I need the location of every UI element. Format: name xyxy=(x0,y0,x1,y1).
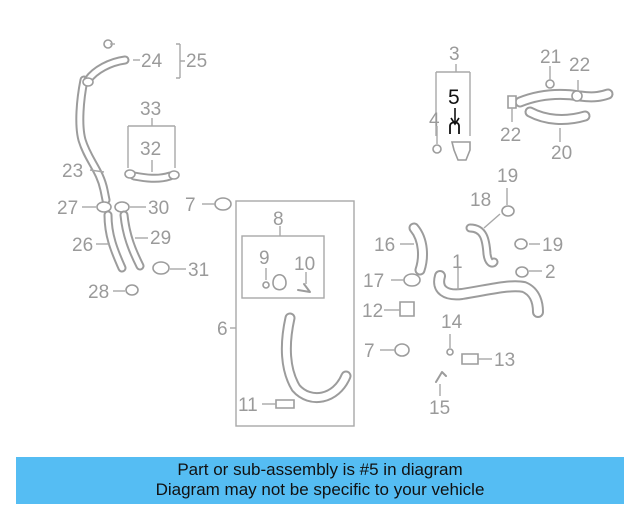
right-hose-group xyxy=(380,188,544,396)
callout-12: 12 xyxy=(362,301,383,322)
callout-22-upper: 22 xyxy=(569,55,590,76)
callout-19-upper: 19 xyxy=(497,166,518,187)
callout-14: 14 xyxy=(441,312,463,333)
callout-16: 16 xyxy=(374,235,395,256)
part-5-group xyxy=(432,64,471,161)
upper-right-pipe-group xyxy=(507,66,614,142)
callout-21: 21 xyxy=(540,47,561,68)
banner-line-part-number: Part or sub-assembly is #5 in diagram xyxy=(177,460,463,479)
callout-10: 10 xyxy=(294,254,315,275)
callout-5-highlighted: 5 xyxy=(448,86,460,109)
callout-13: 13 xyxy=(494,350,515,371)
left-hose-group xyxy=(75,39,186,296)
callout-20: 20 xyxy=(551,143,572,164)
callout-22-lower: 22 xyxy=(500,125,521,146)
callout-8: 8 xyxy=(273,209,284,230)
callout-25: 25 xyxy=(186,51,207,72)
banner-line-disclaimer: Diagram may not be specific to your vehi… xyxy=(155,480,485,499)
callout-32: 32 xyxy=(140,139,161,160)
callout-17: 17 xyxy=(363,271,384,292)
callout-4: 4 xyxy=(429,110,440,131)
callout-9: 9 xyxy=(259,248,270,269)
callout-11: 11 xyxy=(238,395,258,416)
callout-3: 3 xyxy=(449,44,460,65)
parts-diagram: 1 2 3 4 5 6 7 7 8 9 10 11 12 13 14 15 16… xyxy=(57,39,614,427)
callout-labels: 1 2 3 4 5 6 7 7 8 9 10 11 12 13 14 15 16… xyxy=(57,44,590,419)
callout-19-lower: 19 xyxy=(542,235,563,256)
callout-28: 28 xyxy=(88,282,109,303)
callout-24: 24 xyxy=(141,51,163,72)
callout-7-upper: 7 xyxy=(185,195,196,216)
callout-6: 6 xyxy=(217,319,228,340)
callout-33: 33 xyxy=(140,99,161,120)
callout-29: 29 xyxy=(150,228,171,249)
callout-7-lower: 7 xyxy=(364,341,375,362)
callout-31: 31 xyxy=(188,260,209,281)
callout-27: 27 xyxy=(57,198,78,219)
callout-30: 30 xyxy=(148,198,169,219)
callout-23: 23 xyxy=(62,161,83,182)
callout-1: 1 xyxy=(452,252,463,273)
callout-26: 26 xyxy=(72,235,93,256)
callout-15: 15 xyxy=(429,398,450,419)
callout-2: 2 xyxy=(545,262,556,283)
center-assembly-group xyxy=(202,197,355,427)
info-banner: Part or sub-assembly is #5 in diagram Di… xyxy=(16,457,624,504)
callout-18: 18 xyxy=(470,190,491,211)
